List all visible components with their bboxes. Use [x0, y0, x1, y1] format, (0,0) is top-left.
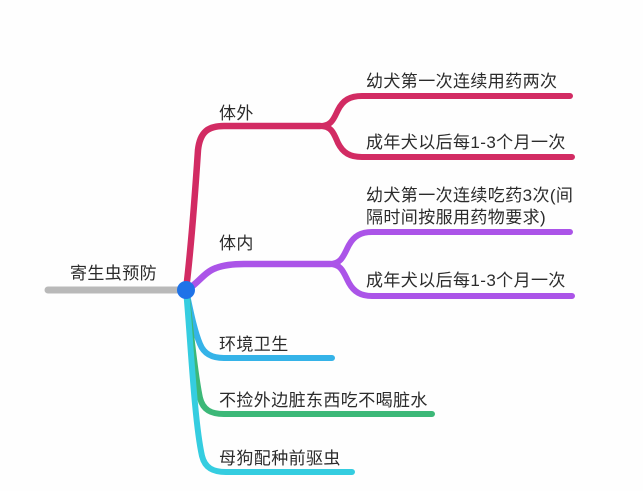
root-label[interactable]: 寄生虫预防 [70, 264, 157, 283]
edge-tiwai-child-2 [317, 123, 575, 160]
branch-label-tinei[interactable]: 体内 [219, 234, 254, 253]
edge-branch-tinei [182, 260, 334, 294]
edge-tinei-child-2 [327, 261, 575, 299]
edge-tiwai-child-1 [317, 93, 573, 129]
leaf-label-tinei-child-2[interactable]: 成年犬以后每1-3个月一次 [366, 271, 566, 290]
branch-label-huanjing-weisheng[interactable]: 环境卫生 [219, 335, 289, 354]
leaf-label-tinei-child-1[interactable]: 幼犬第一次连续吃药3次(间隔时间按服用药物要求) [366, 186, 574, 227]
edge-tinei-child-1 [327, 229, 573, 267]
branch-label-mugou-peizhong[interactable]: 母狗配种前驱虫 [219, 449, 341, 468]
root-junction-dot [177, 281, 195, 299]
leaf-label-tiwai-child-1[interactable]: 幼犬第一次连续用药两次 [366, 72, 558, 91]
leaf-label-tiwai-child-2[interactable]: 成年犬以后每1-3个月一次 [366, 133, 566, 152]
edge-branch-tiwai [182, 122, 324, 294]
branch-label-tiwai[interactable]: 体外 [219, 104, 254, 123]
branch-label-bujian-zangdongxi[interactable]: 不捡外边脏东西吃不喝脏水 [219, 391, 428, 410]
edge-branch-mugou [183, 287, 355, 475]
